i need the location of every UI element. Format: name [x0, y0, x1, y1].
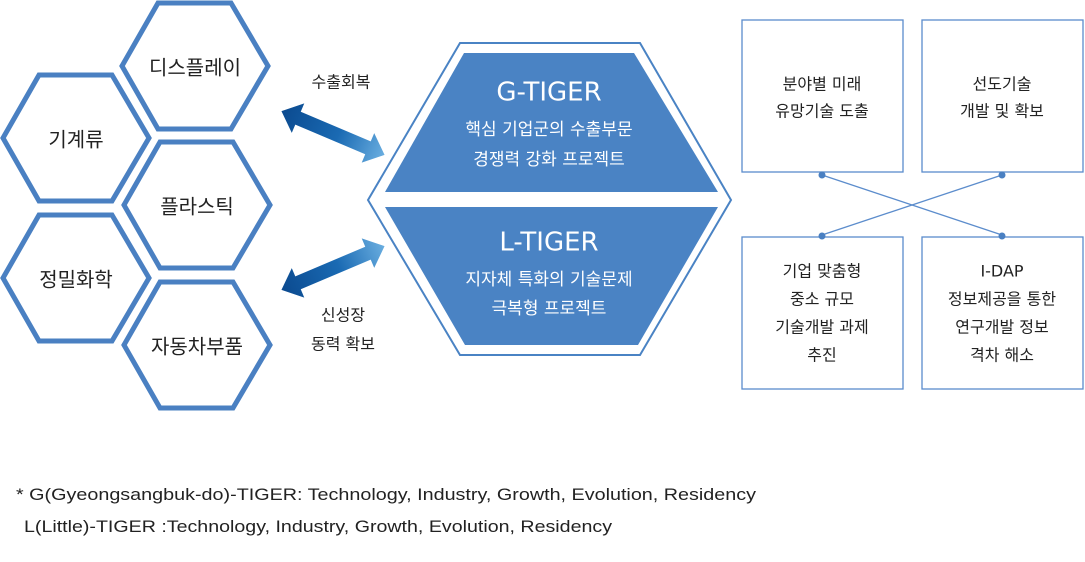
export-recovery-label: 수출회복	[312, 73, 371, 92]
industry-hex-plastic: 플라스틱	[121, 139, 273, 271]
industry-label: 정밀화학	[39, 268, 113, 292]
footnote-l-tiger: L(Little)-TIGER :Technology, Industry, G…	[24, 517, 613, 536]
box-text: 연구개발 정보	[955, 318, 1048, 337]
g-tiger-panel	[385, 53, 718, 192]
box-text: 선도기술	[973, 75, 1032, 94]
footnote-g-tiger: * G(Gyeongsangbuk-do)-TIGER: Technology,…	[16, 485, 757, 504]
connector-dot	[998, 171, 1006, 179]
industry-label: 플라스틱	[160, 195, 234, 219]
connector-dot	[818, 232, 826, 240]
box-text: 개발 및 확보	[960, 102, 1044, 121]
box-text: 기업 맞춤형	[783, 262, 862, 281]
industry-hex-machinery: 기계류	[0, 72, 152, 204]
g-tiger-desc-2: 경쟁력 강화 프로젝트	[473, 150, 625, 170]
industry-hex-fine-chemical: 정밀화학	[0, 212, 152, 344]
double-arrow-icon-top	[281, 103, 385, 163]
new-growth-label-2: 동력 확보	[311, 335, 375, 354]
box-text: 분야별 미래	[783, 75, 862, 94]
industry-hex-display: 디스플레이	[119, 0, 271, 132]
box-text: I-DAP	[980, 262, 1023, 281]
tiger-center-hex: G-TIGER 핵심 기업군의 수출부문 경쟁력 강화 프로젝트 L-TIGER…	[366, 42, 733, 356]
l-tiger-panel	[385, 207, 718, 345]
l-tiger-title: L-TIGER	[499, 228, 598, 258]
industry-label: 디스플레이	[149, 56, 241, 80]
l-tiger-desc-2: 극복형 프로젝트	[492, 299, 607, 319]
box-idap	[921, 236, 1084, 390]
box-text: 중소 규모	[790, 290, 854, 309]
box-text: 격차 해소	[970, 346, 1034, 365]
box-custom-rnd	[741, 236, 904, 390]
new-growth-label-1: 신성장	[321, 306, 365, 325]
box-leading-tech	[921, 19, 1084, 173]
box-text: 추진	[807, 346, 836, 365]
box-text: 정보제공을 통한	[948, 290, 1056, 309]
g-tiger-title: G-TIGER	[496, 78, 601, 108]
box-text: 유망기술 도출	[775, 102, 868, 121]
industry-hex-auto-parts: 자동차부품	[121, 279, 273, 411]
industry-label: 기계류	[48, 128, 103, 152]
box-text: 기술개발 과제	[775, 318, 868, 337]
connector-dot	[818, 171, 826, 179]
box-future-tech	[741, 19, 904, 173]
industry-label: 자동차부품	[151, 335, 243, 359]
l-tiger-desc-1: 지자체 특화의 기술문제	[465, 270, 632, 290]
connector-line	[821, 174, 1003, 236]
double-arrow-icon-bottom	[281, 238, 385, 298]
connector-dot	[998, 232, 1006, 240]
g-tiger-desc-1: 핵심 기업군의 수출부문	[465, 120, 632, 140]
